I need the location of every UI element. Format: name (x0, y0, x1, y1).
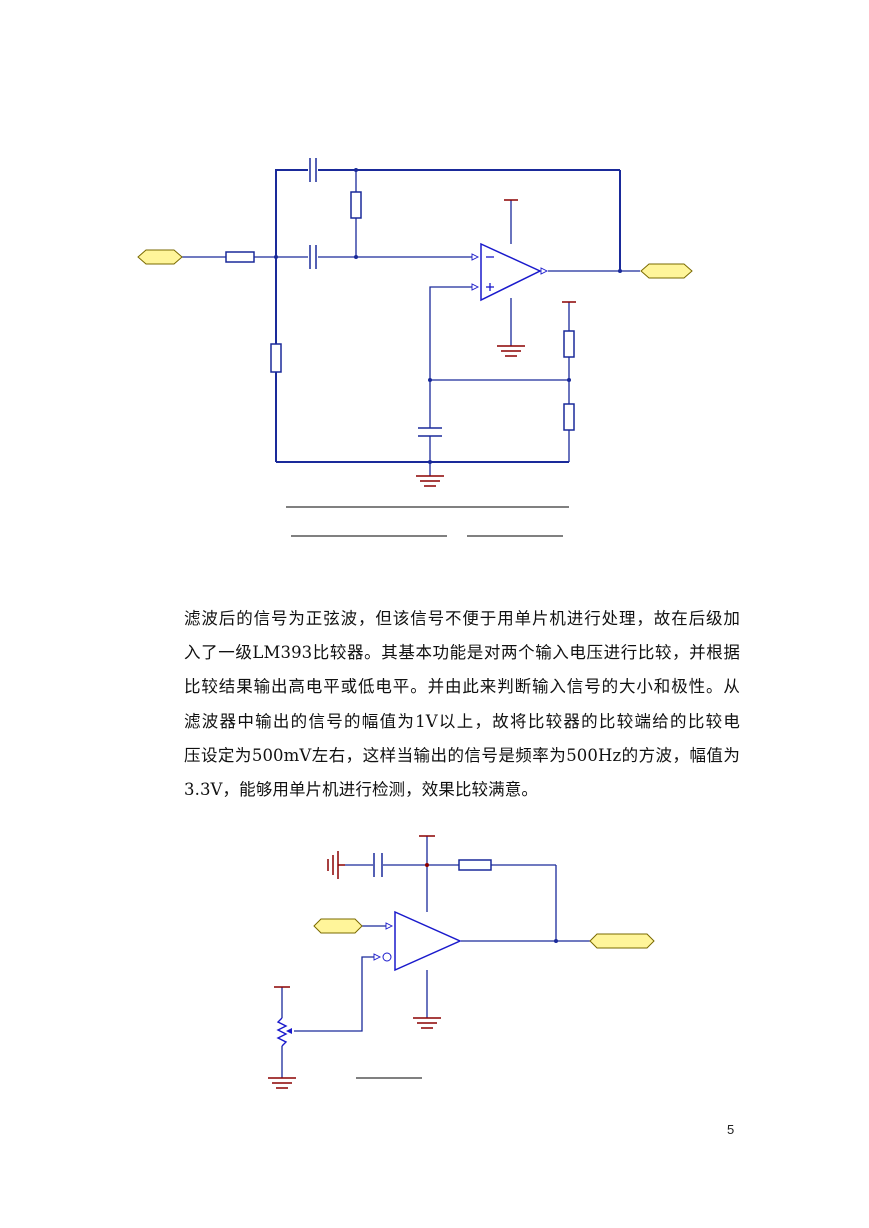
feedback-resistor (458, 859, 492, 871)
feedback-wire-top (275, 169, 308, 257)
input-port (137, 249, 183, 265)
potentiometer-icon (276, 1017, 288, 1047)
paragraph-line: 入了一级LM393比较器。其基本功能是对两个输入电压进行比较，并根据 (184, 643, 740, 663)
output-port (640, 263, 693, 279)
body-paragraph: 滤波后的信号为正弦波，但该信号不便于用单片机进行处理，故在后级加 入了一级LM3… (184, 602, 740, 807)
paragraph-line: 3.3V，能够用单片机进行检测，效果比较满意。 (184, 780, 538, 800)
opamp-symbol (471, 242, 549, 302)
comparator-input-port (313, 918, 363, 934)
paragraph-line: 滤波后的信号为正弦波，但该信号不便于用单片机进行处理，故在后级加 (184, 609, 740, 628)
comparator-output-port (589, 933, 655, 949)
paragraph-line: 压设定为500mV左右，这样当输出的信号是频率为500Hz的方波，幅值为 (184, 745, 740, 765)
page-number: 5 (727, 1122, 735, 1137)
comparator-symbol (394, 910, 462, 972)
paragraph-line: 比较结果输出高电平或低电平。并由此来判断输入信号的大小和极性。从 (184, 677, 740, 697)
input-resistor (225, 251, 255, 263)
paragraph-line: 滤波器中输出的信号的幅值为1V以上，故将比较器的比较端给的比较电 (184, 711, 740, 731)
filter-schematic (137, 158, 693, 537)
